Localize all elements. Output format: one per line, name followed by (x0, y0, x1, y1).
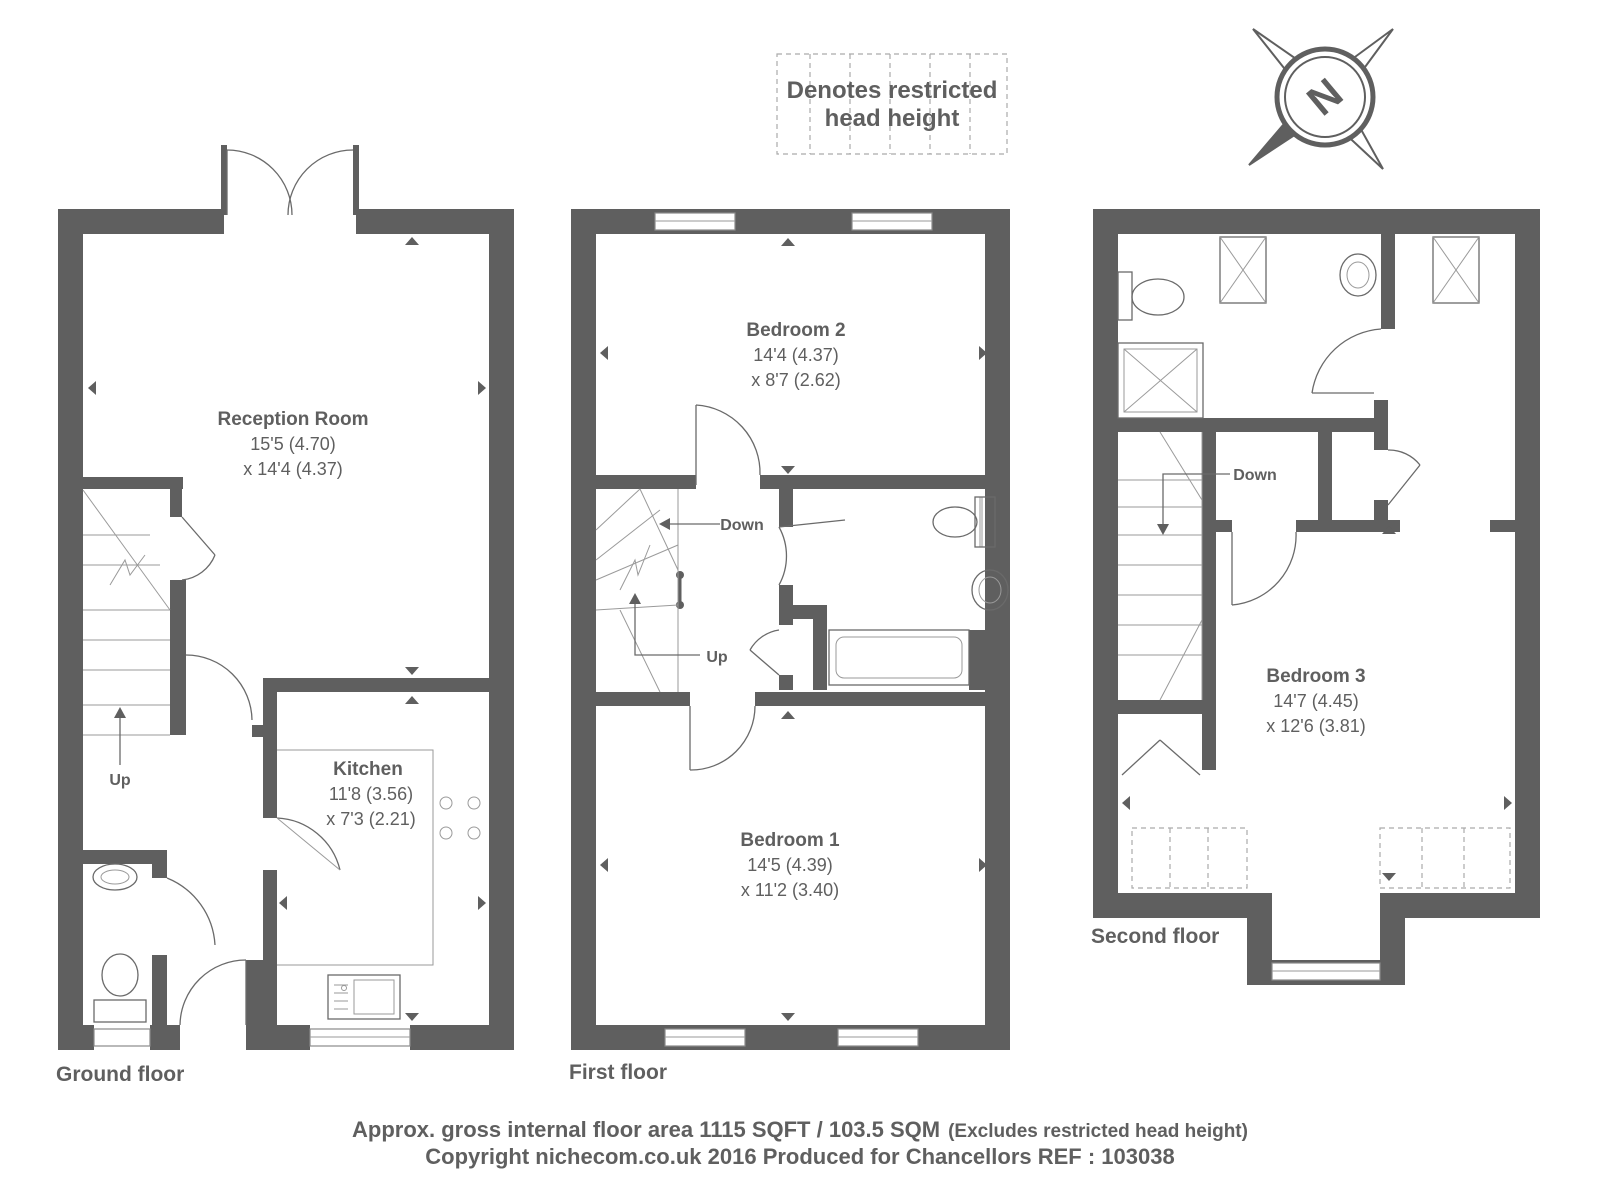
second-stairs-down-label: Down (1233, 467, 1277, 484)
first-floor-plan: Down Up Bedroom 2 14'4 (4.37) x 8'7 (2.6… (569, 209, 1010, 1084)
bedroom1-dim2: x 11'2 (3.40) (741, 880, 839, 900)
legend-line-1: Denotes restricted (787, 77, 998, 104)
bedroom3-dim2: x 12'6 (3.81) (1266, 716, 1366, 736)
kitchen-dim1: 11'8 (3.56) (329, 784, 413, 804)
ground-stairs: Up (82, 489, 171, 789)
first-floor-label: First floor (569, 1061, 667, 1084)
footer-copyright: Copyright nichecom.co.uk 2016 Produced f… (425, 1144, 1174, 1169)
reception-room-dim1: 15'5 (4.70) (250, 434, 336, 454)
ground-stairs-up-label: Up (109, 772, 131, 789)
bedroom2-dim2: x 8'7 (2.62) (751, 370, 840, 390)
restricted-height-legend: Denotes restricted head height (776, 53, 1008, 155)
compass-icon: N (1248, 28, 1394, 170)
bedroom3-name: Bedroom 3 (1266, 666, 1365, 687)
second-floor-label: Second floor (1091, 925, 1219, 948)
kitchen-dim2: x 7'3 (2.21) (326, 809, 415, 829)
reception-room-dim2: x 14'4 (4.37) (243, 459, 343, 479)
footer-area: Approx. gross internal floor area 1115 S… (352, 1117, 940, 1142)
bedroom2-dim1: 14'4 (4.37) (753, 345, 839, 365)
reception-room-name: Reception Room (218, 409, 369, 430)
kitchen-name: Kitchen (333, 759, 403, 780)
first-floor-stairs: Down Up (595, 488, 764, 693)
first-stairs-down-label: Down (720, 517, 764, 534)
second-floor-stairs: Down (1118, 431, 1277, 701)
second-floor-plan: Down Bedroom 3 14'7 (4.45) x 12'6 (3.81)… (1091, 209, 1540, 985)
footer: Approx. gross internal floor area 1115 S… (352, 1117, 1248, 1169)
ground-floor-label: Ground floor (56, 1063, 184, 1086)
ground-floor-plan: Up Reception Room 15'5 (4.70) x 14'4 (4.… (56, 145, 514, 1086)
footer-area-note: (Excludes restricted head height) (948, 1121, 1248, 1142)
bedroom1-dim1: 14'5 (4.39) (747, 855, 833, 875)
bedroom2-name: Bedroom 2 (746, 320, 845, 341)
first-stairs-up-label: Up (706, 649, 728, 666)
restricted-height-area (1131, 827, 1511, 889)
legend-line-2: head height (825, 105, 960, 132)
footer-area-line: Approx. gross internal floor area 1115 S… (352, 1117, 1248, 1142)
bedroom1-name: Bedroom 1 (740, 830, 840, 851)
bedroom3-dim1: 14'7 (4.45) (1273, 691, 1359, 711)
